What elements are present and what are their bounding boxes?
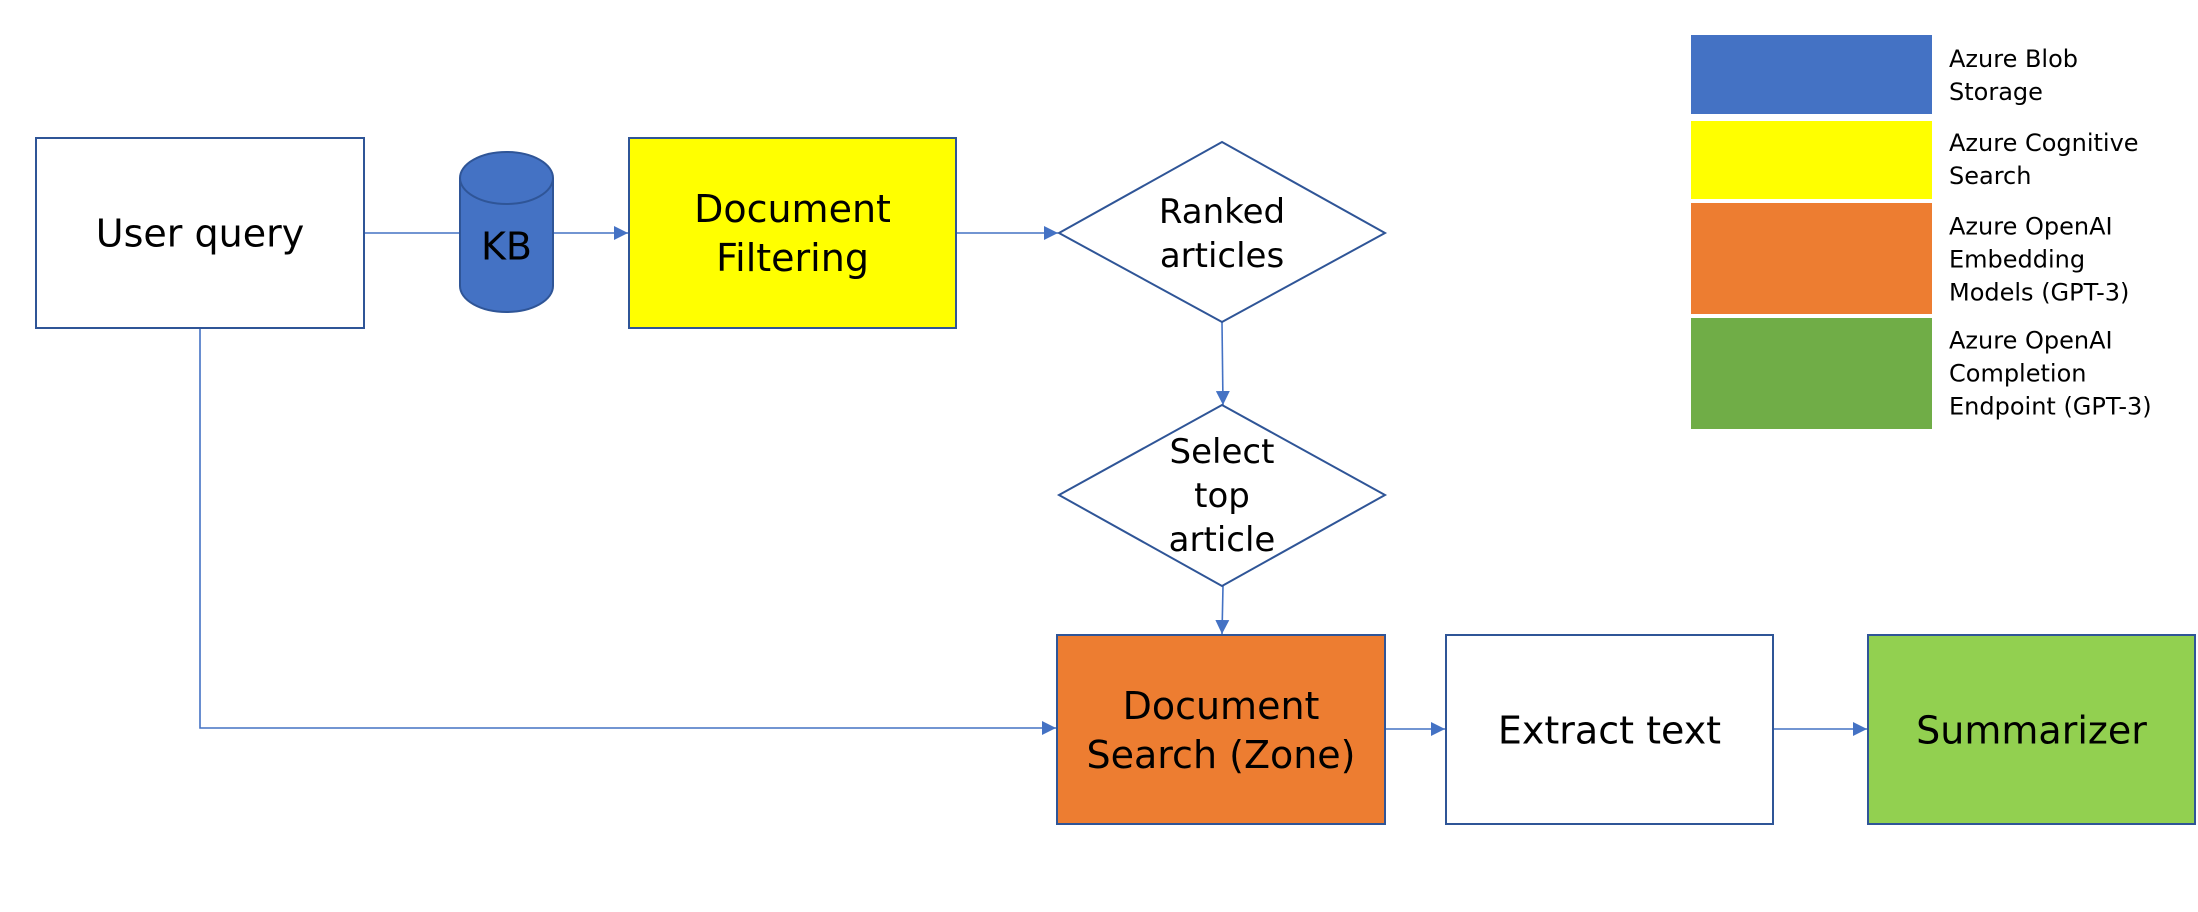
label-line: Filtering xyxy=(716,236,869,280)
extract-text-label: Extract text xyxy=(1498,709,1721,753)
label-line: User query xyxy=(96,212,304,256)
connector-query-to-search xyxy=(199,328,1056,735)
document-search-box xyxy=(1056,634,1386,825)
label-line: Storage xyxy=(1949,78,2043,106)
label-line: Azure OpenAI xyxy=(1949,327,2113,355)
connectors xyxy=(199,226,1867,736)
kb-cylinder-top xyxy=(459,151,554,205)
label-line: Select xyxy=(1170,432,1275,472)
node-summarizer: Summarizer xyxy=(1867,634,2196,825)
legend-swatch-embedding-models xyxy=(1691,203,1932,314)
select-top-article-diamond xyxy=(1056,403,1388,588)
node-kb-cylinder: KB xyxy=(459,151,554,313)
label-line: Ranked xyxy=(1159,192,1285,232)
kb-label: KB xyxy=(481,225,532,269)
label-line: Azure Blob xyxy=(1949,45,2078,73)
label-line: article xyxy=(1169,520,1276,560)
extract-text-box xyxy=(1445,634,1774,825)
label-line: Extract text xyxy=(1498,709,1721,753)
label-line: Embedding xyxy=(1949,246,2085,274)
connector-select-to-search xyxy=(1215,585,1230,635)
summarizer-label: Summarizer xyxy=(1916,709,2147,753)
ranked-articles-diamond xyxy=(1056,140,1388,324)
label-line: KB xyxy=(481,225,532,269)
label-line: Document xyxy=(1123,684,1320,728)
label-line: Search xyxy=(1949,162,2031,190)
node-user-query: User query xyxy=(35,137,365,329)
label-line: top xyxy=(1194,476,1250,516)
legend-swatch-cognitive-search xyxy=(1691,121,1932,199)
label-line: Azure OpenAI xyxy=(1949,213,2113,241)
label-line: Azure Cognitive xyxy=(1949,129,2139,157)
label-line: Summarizer xyxy=(1916,709,2147,753)
legend-swatch-blob-storage xyxy=(1691,35,1932,114)
summarizer-box xyxy=(1867,634,2196,825)
user-query-box xyxy=(35,137,365,329)
label-line: Endpoint (GPT-3) xyxy=(1949,393,2152,421)
label-line: Models (GPT-3) xyxy=(1949,279,2129,307)
label-line: articles xyxy=(1160,236,1284,276)
label-line: Completion xyxy=(1949,360,2086,388)
label-line: Search (Zone) xyxy=(1086,733,1355,777)
kb-cylinder-body xyxy=(459,178,554,313)
document-filtering-box xyxy=(628,137,957,329)
user-query-label: User query xyxy=(96,212,304,256)
node-extract-text: Extract text xyxy=(1445,634,1774,825)
label-line: Document xyxy=(694,187,891,231)
connector-ranked-to-select xyxy=(1215,321,1230,406)
legend-swatch-completion-endpoint xyxy=(1691,318,1932,429)
